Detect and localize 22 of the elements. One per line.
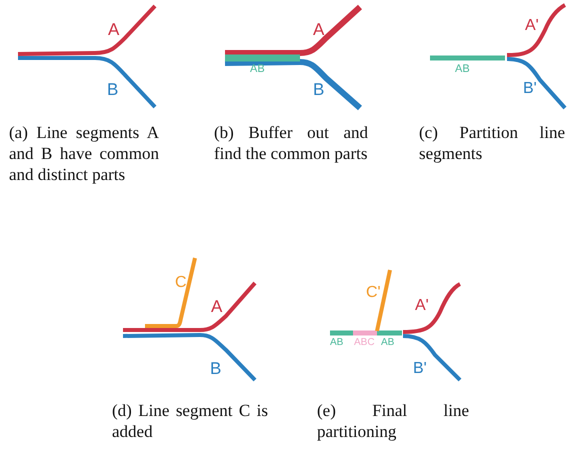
segment-label: C [175, 275, 187, 291]
segment-label: AB [381, 338, 394, 348]
segment-label: B' [413, 361, 427, 377]
segment-label: B [313, 81, 324, 98]
segment-label: B' [523, 81, 537, 97]
segment-label: A [108, 21, 120, 38]
segment-label: C' [366, 285, 381, 301]
figure-caption: (b) Buffer out and find the common parts [214, 122, 368, 164]
segment-label: A' [415, 298, 429, 314]
segment-label: B [210, 360, 222, 377]
segment-label: AB [330, 338, 344, 348]
segment-label: B [107, 81, 118, 98]
segment-label: A [211, 298, 222, 315]
segment-label: A' [525, 18, 539, 34]
figure-caption: (c) Partition line segments [419, 122, 565, 164]
figure-caption: (a) Line segments A and B have common and distinct parts [9, 122, 159, 185]
segment-label: A [313, 21, 324, 38]
segment-label: AB [455, 64, 470, 75]
figure-caption: (e) Final line partitioning [317, 400, 469, 442]
figure-caption: (d) Line segment C is added [112, 400, 268, 442]
segment-label: ABC [354, 338, 375, 348]
segment-label: AB [250, 64, 265, 75]
